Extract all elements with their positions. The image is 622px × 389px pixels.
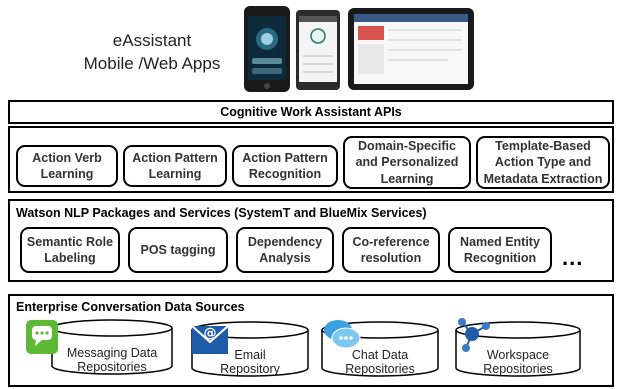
apps-label: eAssistant Mobile /Web Apps — [62, 30, 242, 76]
source-label-workspace: Workspace Repositories — [483, 348, 553, 377]
device-screenshots — [244, 6, 474, 92]
smartphone-image — [244, 6, 290, 92]
data-layer-title: Enterprise Conversation Data Sources — [16, 300, 245, 314]
apps-label-line1: eAssistant — [112, 31, 192, 50]
service-pos-tagging: POS tagging — [128, 227, 228, 273]
android-phone-image — [296, 10, 340, 90]
service-dependency-analysis: Dependency Analysis — [236, 227, 334, 273]
source-label-messaging: Messaging Data Repositories — [66, 346, 158, 375]
workspace-icon — [458, 318, 490, 352]
service-semantic-role-labeling: Semantic Role Labeling — [20, 227, 120, 273]
module-template-based-extraction: Template-Based Action Type and Metadata … — [476, 136, 610, 189]
api-layer-title: Cognitive Work Assistant APIs — [220, 105, 402, 119]
source-label-chat: Chat Data Repositories — [345, 348, 415, 377]
service-coreference-resolution: Co-reference resolution — [342, 227, 440, 273]
service-named-entity-recognition: Named Entity Recognition — [448, 227, 552, 273]
chat-icon — [324, 320, 361, 349]
module-action-pattern-learning: Action Pattern Learning — [123, 145, 227, 187]
apps-label-line2: Mobile /Web Apps — [83, 53, 221, 73]
module-action-pattern-recognition: Action Pattern Recognition — [232, 145, 338, 187]
assistant-layer: Action Verb Learning Action Pattern Lear… — [8, 126, 614, 193]
tablet-image — [348, 8, 474, 90]
svg-text:@: @ — [204, 326, 217, 341]
module-action-verb-learning: Action Verb Learning — [16, 145, 118, 187]
messaging-icon — [26, 320, 58, 354]
nlp-layer: Watson NLP Packages and Services (System… — [8, 199, 614, 282]
source-label-email: Email Repository — [220, 348, 280, 377]
nlp-layer-title: Watson NLP Packages and Services (System… — [16, 206, 427, 220]
module-domain-specific-learning: Domain-Specific and Personalized Learnin… — [343, 136, 471, 189]
api-layer: Cognitive Work Assistant APIs — [8, 100, 614, 124]
email-icon: @ — [191, 325, 229, 354]
more-services-ellipsis: ... — [562, 245, 584, 270]
